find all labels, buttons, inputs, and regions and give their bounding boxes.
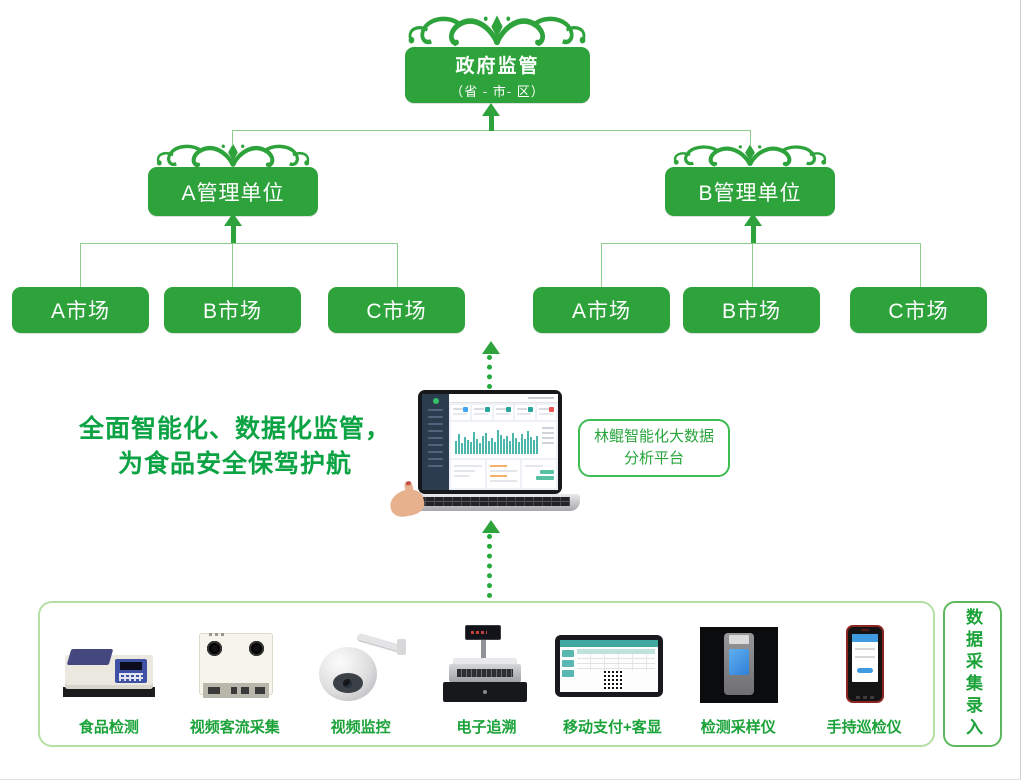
- device-label: 视频客流采集: [189, 719, 280, 736]
- dashboard-stat-cards: [449, 403, 558, 422]
- node-market-a-left: A市场: [12, 287, 149, 333]
- connector-line: [750, 130, 751, 146]
- connector-line: [232, 243, 233, 287]
- crown-ornament-manager-a: [152, 141, 314, 169]
- node-government-supervision: 政府监管 （省 - 市- 区）: [405, 47, 590, 103]
- arrow-up-icon: [482, 103, 500, 116]
- arrow-up-icon: [482, 341, 500, 354]
- connector-line: [80, 243, 81, 287]
- connector-line: [232, 130, 233, 146]
- dashboard-panel: [522, 460, 557, 488]
- dashboard-logo: [432, 398, 439, 404]
- device-mobile-pay-display: 移动支付+客显: [549, 613, 675, 737]
- handheld-terminal-icon: [808, 625, 920, 711]
- arrow-shaft: [751, 225, 756, 243]
- arrow-shaft: [231, 225, 236, 243]
- dashboard-panel: [486, 460, 521, 488]
- crown-ornament-root: [403, 12, 591, 48]
- dashboard-topbar: [449, 394, 558, 403]
- data-entry-panel: 数据采集录入: [943, 601, 1002, 747]
- device-video-flow-capture: 视频客流采集: [172, 613, 298, 737]
- node-title: 政府监管: [455, 55, 540, 77]
- platform-label-line-2: 分析平台: [623, 450, 684, 467]
- laptop-illustration: [387, 386, 580, 524]
- node-subtitle: （省 - 市- 区）: [450, 83, 545, 99]
- video-flow-device-icon: [179, 625, 291, 711]
- device-electronic-trace: 电子追溯: [424, 613, 550, 737]
- device-video-surveillance: 视频监控: [298, 613, 424, 737]
- dome-camera-icon: [305, 625, 417, 711]
- trace-scale-icon: [431, 625, 543, 711]
- device-label: 视频监控: [330, 719, 391, 736]
- device-food-testing: 食品检测: [46, 613, 172, 737]
- device-handheld-inspector: 手持巡检仪: [801, 613, 927, 737]
- device-label: 移动支付+客显: [562, 719, 662, 736]
- device-label: 食品检测: [78, 719, 139, 736]
- node-market-b-left: B市场: [164, 287, 301, 333]
- dashboard-bar-chart: [451, 422, 556, 458]
- chart-legend: [542, 427, 554, 447]
- slogan-text: 全面智能化、数据化监管， 为食品安全保驾护航: [36, 412, 434, 481]
- connector-line: [397, 243, 398, 287]
- dashboard-panel: [451, 460, 485, 488]
- dotted-arrow-shaft: [487, 355, 492, 389]
- data-entry-label: 数据采集录入: [963, 608, 982, 740]
- connector-line: [752, 243, 753, 287]
- food-testing-device-icon: [53, 625, 165, 711]
- dashboard-sidebar: [422, 394, 449, 490]
- device-label: 电子追溯: [456, 719, 517, 736]
- dotted-arrow-shaft: [487, 534, 492, 598]
- arrow-up-icon: [224, 213, 242, 226]
- node-manager-a: A管理单位: [148, 167, 318, 216]
- connector-line: [601, 243, 602, 287]
- connector-line: [601, 243, 920, 244]
- laptop-screen: [418, 390, 562, 494]
- connector-line: [80, 243, 398, 244]
- slogan-line-1: 全面智能化、数据化监管，: [78, 415, 391, 443]
- platform-label: 林鲲智能化大数据 分析平台: [578, 419, 730, 477]
- platform-label-line-1: 林鲲智能化大数据: [593, 427, 714, 445]
- sampling-analyzer-icon: [682, 625, 794, 711]
- node-market-a-right: A市场: [533, 287, 670, 333]
- slogan-line-2: 为食品安全保驾护航: [117, 449, 352, 478]
- dashboard-main: [449, 394, 558, 490]
- device-sampling-analyzer: 检测采样仪: [675, 613, 801, 737]
- arrow-up-icon: [744, 213, 762, 226]
- device-label: 检测采样仪: [700, 719, 776, 736]
- node-market-c-right: C市场: [850, 287, 987, 333]
- node-market-c-left: C市场: [328, 287, 465, 333]
- pay-tablet-icon: [553, 625, 671, 711]
- connector-line: [920, 243, 921, 287]
- node-market-b-right: B市场: [683, 287, 820, 333]
- laptop-keyboard: [398, 494, 580, 511]
- device-label: 手持巡检仪: [826, 719, 902, 736]
- device-collection-box: 食品检测 视频客流采集 视频监控 电子追溯: [38, 601, 935, 747]
- arrow-up-icon: [482, 520, 500, 533]
- node-manager-b: B管理单位: [665, 167, 835, 216]
- arrow-shaft: [489, 115, 494, 131]
